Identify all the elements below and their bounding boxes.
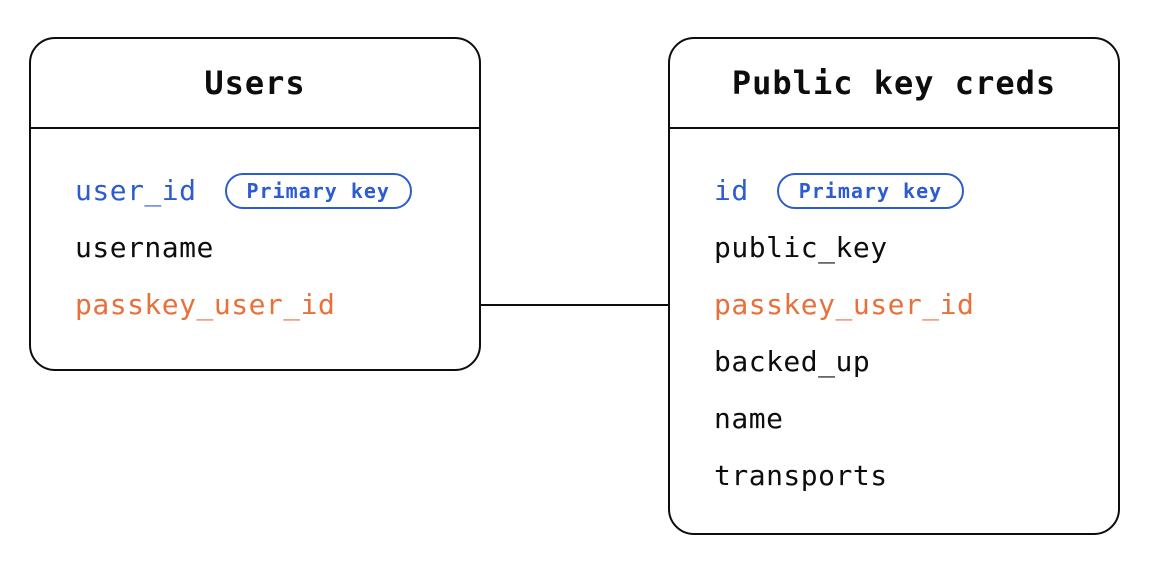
relationship-line	[481, 304, 668, 306]
field-name-backed-up: backed_up	[714, 345, 871, 378]
table-users-fields: user_id Primary key username passkey_use…	[31, 129, 479, 333]
field-row-passkey-user-id: passkey_user_id	[75, 276, 479, 333]
table-public-key-creds: Public key creds id Primary key public_k…	[668, 37, 1120, 535]
field-row-passkey-user-id: passkey_user_id	[714, 276, 1118, 333]
table-users-title: Users	[204, 64, 306, 102]
primary-key-badge: Primary key	[776, 172, 965, 209]
field-row-transports: transports	[714, 447, 1118, 504]
field-name-passkey-user-id: passkey_user_id	[75, 288, 336, 321]
field-name-id: id	[714, 174, 749, 207]
field-row-name: name	[714, 390, 1118, 447]
field-name-user-id: user_id	[75, 174, 197, 207]
field-name-public-key: public_key	[714, 231, 888, 264]
table-users-header: Users	[31, 39, 479, 129]
field-name-transports: transports	[714, 459, 888, 492]
table-users: Users user_id Primary key username passk…	[29, 37, 481, 371]
field-row-backed-up: backed_up	[714, 333, 1118, 390]
field-name-passkey-user-id: passkey_user_id	[714, 288, 975, 321]
table-public-key-creds-header: Public key creds	[670, 39, 1118, 129]
table-public-key-creds-fields: id Primary key public_key passkey_user_i…	[670, 129, 1118, 504]
field-name-username: username	[75, 231, 214, 264]
field-row-username: username	[75, 219, 479, 276]
field-name-name: name	[714, 402, 784, 435]
field-row-id: id Primary key	[714, 162, 1118, 219]
table-public-key-creds-title: Public key creds	[731, 64, 1057, 102]
primary-key-badge: Primary key	[224, 172, 412, 209]
field-row-user-id: user_id Primary key	[75, 162, 479, 219]
field-row-public-key: public_key	[714, 219, 1118, 276]
